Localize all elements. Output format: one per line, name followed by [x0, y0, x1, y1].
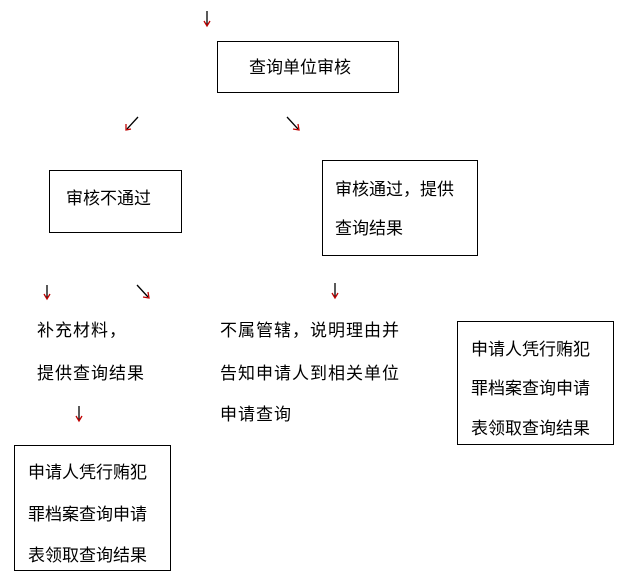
review-box-label: 查询单位审核 — [249, 58, 351, 78]
approve-box: 审核通过，提供 查询结果 — [322, 160, 478, 256]
right-result-box: 申请人凭行贿犯 罪档案查询申请 表领取查询结果 — [457, 321, 614, 445]
not-jurisdiction-line-2: 告知申请人到相关单位 — [220, 364, 400, 384]
reject-box-label: 审核不通过 — [66, 189, 151, 209]
bottom-result-box: 申请人凭行贿犯 罪档案查询申请 表领取查询结果 — [14, 445, 171, 571]
right-result-line-3: 表领取查询结果 — [471, 419, 590, 439]
supplement-text-line-1: 补充材料， — [37, 321, 127, 341]
review-box: 查询单位审核 — [217, 41, 399, 93]
approve-box-line-1: 审核通过，提供 — [335, 180, 454, 200]
reject-box: 审核不通过 — [49, 170, 182, 233]
supplement-text-line-2: 提供查询结果 — [37, 364, 145, 384]
bottom-result-line-3: 表领取查询结果 — [28, 546, 147, 566]
bottom-result-line-1: 申请人凭行贿犯 — [28, 463, 147, 483]
approve-box-line-2: 查询结果 — [335, 219, 403, 239]
not-jurisdiction-line-3: 申请查询 — [220, 405, 292, 425]
bottom-result-line-2: 罪档案查询申请 — [28, 505, 147, 525]
not-jurisdiction-line-1: 不属管辖，说明理由并 — [220, 321, 400, 341]
right-result-line-2: 罪档案查询申请 — [471, 379, 590, 399]
right-result-line-1: 申请人凭行贿犯 — [471, 340, 590, 360]
